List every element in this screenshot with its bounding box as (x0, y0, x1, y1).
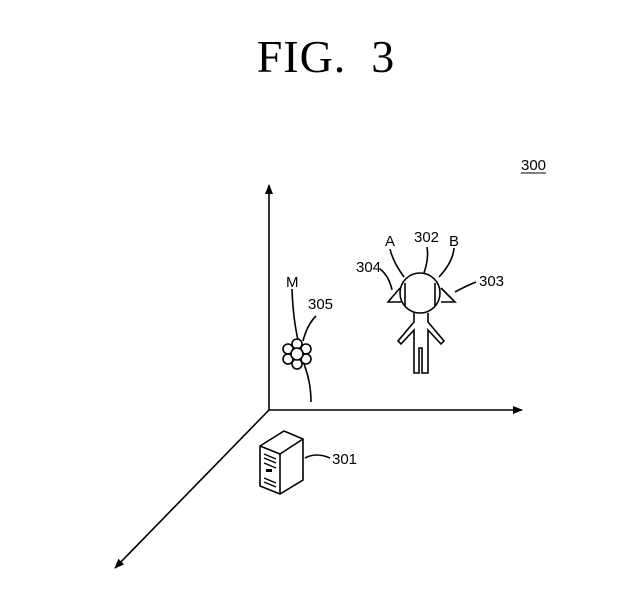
right-speaker-label: 303 (479, 273, 504, 290)
leader-left-speaker (379, 268, 393, 291)
flower-center (290, 347, 304, 361)
server-label: 301 (332, 451, 357, 468)
leader-left-ear (389, 248, 405, 278)
source-marker-label: M (286, 274, 299, 291)
system-label: 300 (521, 157, 546, 174)
server-icon (259, 430, 304, 495)
depth-axis (114, 409, 270, 569)
listener-head (399, 272, 441, 314)
leader-source-marker (291, 288, 299, 341)
head-label: 302 (414, 229, 439, 246)
server-edge (279, 438, 304, 455)
sound-source-icon (282, 338, 312, 403)
server-outline (259, 430, 304, 495)
leader-right-ear (438, 247, 455, 278)
leader-right-speaker (454, 281, 477, 293)
leader-head (423, 246, 429, 274)
left-speaker-label: 304 (356, 259, 381, 276)
right-speaker-icon (440, 287, 457, 303)
left-ear-label: A (385, 233, 395, 250)
right-ear-label: B (449, 233, 459, 250)
source-label: 305 (308, 296, 333, 313)
listener-leaders (379, 246, 477, 293)
server-edge (259, 445, 281, 455)
left-speaker-icon (386, 287, 401, 303)
coordinate-axes (114, 184, 523, 569)
listener-body (396, 313, 446, 374)
listener-figure (386, 272, 457, 374)
source-stem (303, 363, 312, 403)
leader-source (302, 315, 317, 342)
leader-server (304, 454, 331, 459)
figure-title: FIG. 3 (256, 31, 396, 82)
server-slots (263, 453, 277, 488)
system-label-text: 300 (521, 157, 546, 174)
